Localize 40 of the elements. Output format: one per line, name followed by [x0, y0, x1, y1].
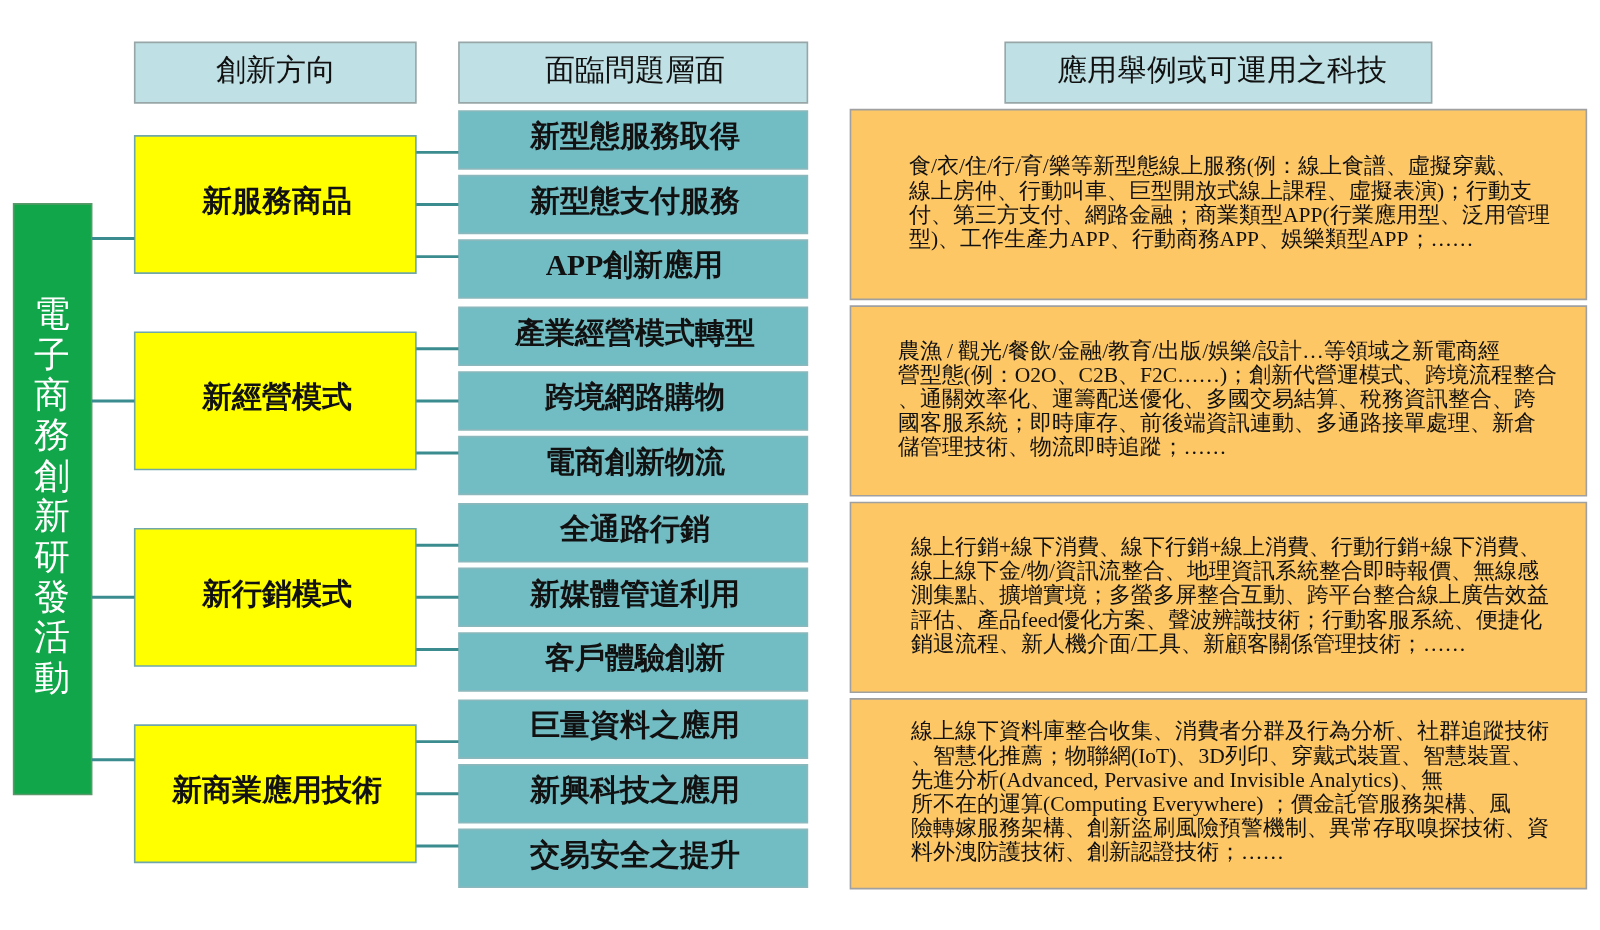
node-box: 電子商務創新研發活動: [12, 202, 93, 795]
node-box: 巨量資料之應用: [458, 698, 809, 759]
connector: [91, 236, 135, 240]
node-box: 新興科技之應用: [458, 763, 809, 823]
node-box: 客戶體驗創新: [458, 631, 809, 692]
connector: [416, 398, 459, 402]
connector: [416, 647, 459, 651]
connector: [91, 757, 135, 761]
node-box: 應用舉例或可運用之科技: [1004, 41, 1433, 104]
node-box: 新行銷模式: [133, 527, 417, 667]
node-box: APP創新應用: [458, 238, 809, 299]
node-box: 新服務商品: [133, 134, 417, 274]
node-box: 全通路行銷: [458, 502, 809, 562]
node-box: 食/衣/住/行/育/樂等新型態線上服務(例：線上食譜、虛擬穿戴、線上房仲、行動叫車、巨型開放式線上課程、虛擬表演)；行動支付、第三方支付、網路金融；商業類型APP(行業應用型、泛用管理型)、工作生產力APP、行動商務APP、娛樂類型APP；……: [849, 108, 1588, 300]
connector: [416, 202, 459, 206]
connector: [416, 451, 459, 455]
connector: [416, 791, 459, 795]
connector: [416, 254, 459, 258]
node-box: 創新方向: [133, 41, 417, 104]
connector: [91, 595, 135, 599]
node-box: 線上行銷+線下消費、線下行銷+線上消費、行動行銷+線下消費、線上線下金/物/資訊流整合、地理資訊系統整合即時報價、無線感測集點、擴增實境；多螢多屏整合互動、跨平台整合線上廣告效益評估、產品feed優化方案、聲波辨識技術；行動客服系統、便捷化銷退流程、新人機介面/工具、新顧客關係管理技術；……: [849, 501, 1588, 693]
connector: [416, 739, 459, 743]
node-box: 面臨問題層面: [458, 41, 809, 104]
node-box: 新商業應用技術: [133, 723, 417, 863]
node-box: 新型態支付服務: [458, 174, 809, 234]
node-box: 產業經營模式轉型: [458, 306, 809, 366]
connector: [416, 346, 459, 350]
node-box: 交易安全之提升: [458, 828, 809, 888]
node-box: 電商創新物流: [458, 435, 809, 495]
node-box: 跨境網路購物: [458, 370, 809, 431]
connector: [416, 843, 459, 847]
node-box: 新媒體管道利用: [458, 567, 809, 627]
node-box: 線上線下資料庫整合收集、消費者分群及行為分析、社群追蹤技術、智慧化推薦；物聯網(IoT)、3D列印、穿戴式裝置、智慧裝置、先進分析(Advanced, Pervasive and Invisible Analytics)、無所不在的運算(Computing Everywhere) ；價金託管服務架構、風險轉嫁服務架構、創新盜刷風險預警機制、異常存取嗅探技術、資料外洩防護技術、創新認證技術；……: [849, 697, 1588, 889]
connector: [416, 150, 459, 154]
connector: [91, 398, 135, 402]
connector: [416, 543, 459, 547]
node-box: 新型態服務取得: [458, 109, 809, 170]
node-box: 農漁 / 觀光/餐飲/金融/教育/出版/娛樂/設計…等領域之新電商經營型態(例：O2O、C2B、F2C……)；創新代營運模式、跨境流程整合、通關效率化、運籌配送優化、多國交易結算、稅務資訊整合、跨國客服系統；即時庫存、前後端資訊連動、多通路接單處理、新倉儲管理技術、物流即時追蹤；……: [849, 304, 1588, 497]
connector: [416, 595, 459, 599]
node-box: 新經營模式: [133, 331, 417, 470]
